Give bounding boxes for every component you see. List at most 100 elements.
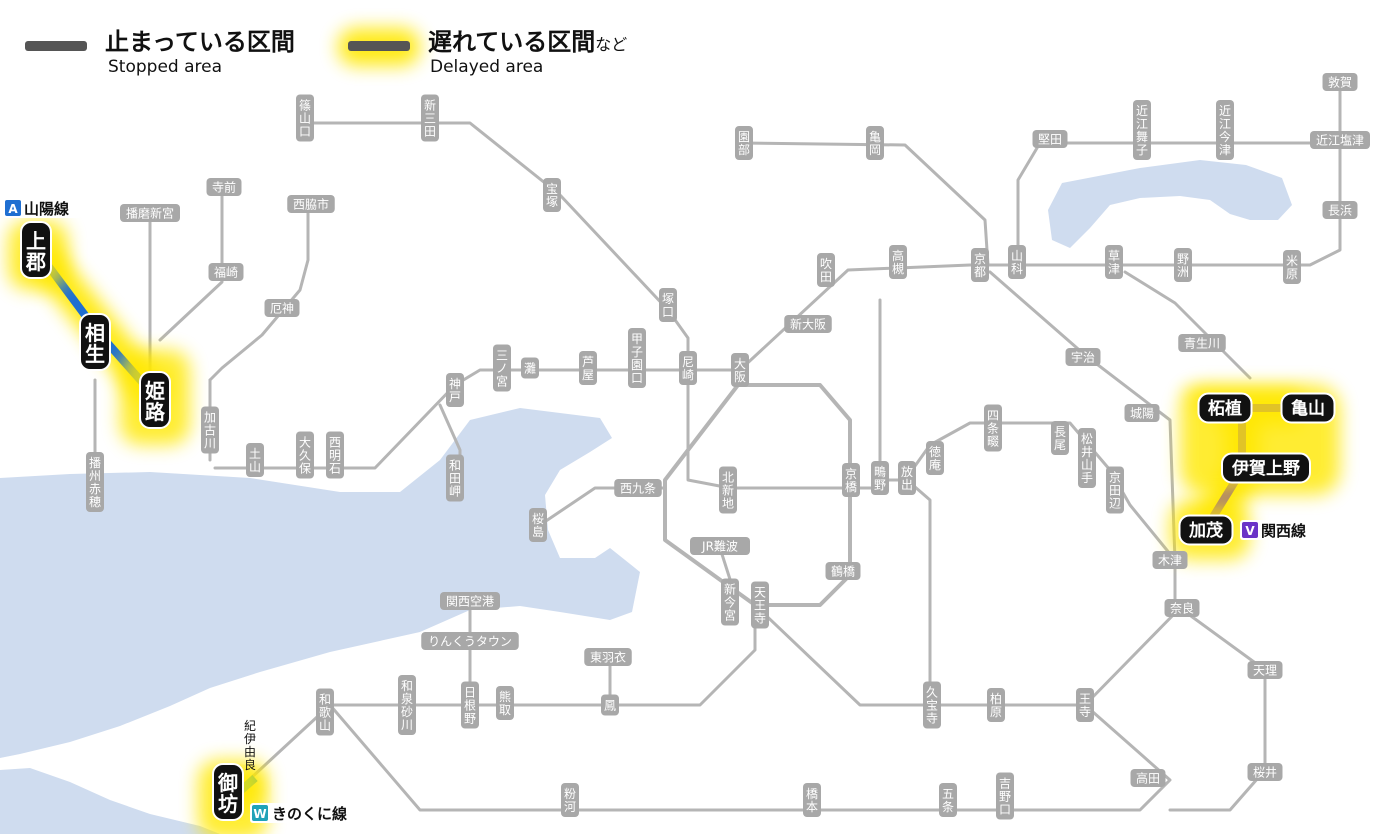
station-tsukaguchi[interactable]: 塚口	[659, 288, 677, 322]
station-label: 五条	[942, 787, 954, 814]
station-shigino[interactable]: 鴫野	[871, 461, 889, 495]
station-wakayama[interactable]: 和歌山	[316, 688, 334, 736]
station-nagahama[interactable]: 長浜	[1322, 201, 1358, 219]
station-doyama[interactable]: 土山	[246, 443, 264, 477]
station-tokuan[interactable]: 徳庵	[926, 441, 944, 475]
station-yamashina[interactable]: 山科	[1008, 245, 1026, 279]
station-suita[interactable]: 吹田	[817, 253, 835, 287]
station-oji[interactable]: 王寺	[1076, 688, 1094, 722]
station-sakurai[interactable]: 桜井	[1247, 763, 1283, 781]
station-nara[interactable]: 奈良	[1164, 599, 1200, 617]
station-katata[interactable]: 堅田	[1032, 130, 1068, 148]
station-label: 加茂	[1188, 520, 1223, 541]
station-shinsanda[interactable]: 新三田	[421, 94, 439, 142]
station-osaka[interactable]: 大阪	[731, 353, 749, 387]
station-nada[interactable]: 灘	[521, 357, 539, 379]
station-jrnanba[interactable]: JR難波	[690, 537, 750, 555]
station-nishiakashi[interactable]: 西明石	[326, 431, 344, 479]
station-ashiya[interactable]: 芦屋	[579, 351, 597, 385]
station-sasayamaguchi[interactable]: 篠山口	[296, 94, 314, 142]
station-kobe[interactable]: 神戸	[446, 373, 464, 407]
station-nishikujo[interactable]: 西九条	[614, 479, 662, 497]
station-okubo[interactable]: 大久保	[296, 431, 314, 479]
station-yakujin[interactable]: 厄神	[264, 299, 300, 317]
line-badge-kinokuni[interactable]: W きのくに線	[250, 803, 360, 823]
station-kumatori[interactable]: 熊取	[496, 686, 514, 720]
station-kamigori[interactable]: 上郡	[20, 221, 52, 279]
station-label: 長浜	[1328, 203, 1352, 217]
station-kyobashi[interactable]: 京橋	[842, 463, 860, 497]
station-rinkutown[interactable]: りんくうタウン	[421, 632, 519, 650]
station-aogaki[interactable]: 青生川	[1178, 334, 1226, 352]
station-sakurajima[interactable]: 桜島	[529, 508, 547, 542]
station-banshuako[interactable]: 播州赤穂	[86, 452, 104, 512]
station-kakogawa[interactable]: 加古川	[201, 406, 219, 454]
station-izumisunagawa[interactable]: 和泉砂川	[398, 675, 416, 735]
station-uji[interactable]: 宇治	[1065, 348, 1101, 366]
station-tsurumi[interactable]: 鶴橋	[825, 562, 861, 580]
station-aioi[interactable]: 相生	[79, 313, 111, 371]
station-omiimazu[interactable]: 近江今津	[1216, 100, 1234, 160]
station-higashihagoromo[interactable]: 東羽衣	[584, 648, 632, 666]
station-label: 粉河	[564, 787, 576, 814]
station-kitashinchi[interactable]: 北新地	[719, 466, 737, 514]
station-takatsuki[interactable]: 高槻	[889, 245, 907, 279]
station-kansaiairport[interactable]: 関西空港	[440, 592, 500, 610]
station-kyotanabe[interactable]: 京田辺	[1106, 466, 1124, 514]
station-harimashingu[interactable]: 播磨新宮	[120, 204, 180, 222]
station-maibara[interactable]: 米原	[1283, 250, 1301, 284]
station-gojo[interactable]: 五条	[939, 783, 957, 817]
station-label: 野洲	[1177, 252, 1189, 279]
station-shinosaka[interactable]: 新大阪	[784, 315, 832, 333]
station-takada[interactable]: 高田	[1130, 769, 1166, 787]
station-kiiyura[interactable]: 紀伊由良	[244, 719, 256, 772]
station-kusatsu[interactable]: 草津	[1105, 245, 1123, 279]
station-yasu[interactable]: 野洲	[1174, 248, 1192, 282]
osaka-bay	[0, 408, 640, 758]
station-amagasaki[interactable]: 尼崎	[679, 351, 697, 385]
station-otori[interactable]: 鳳	[601, 694, 619, 716]
station-label: 灘	[524, 362, 536, 376]
station-label: 土山	[249, 447, 261, 474]
station-hashimoto[interactable]: 橋本	[803, 783, 821, 817]
station-matsuiyamate[interactable]: 松井山手	[1078, 428, 1096, 488]
line-badge-sanyo[interactable]: A 山陽線	[3, 198, 81, 218]
station-kameoka[interactable]: 亀岡	[866, 126, 884, 160]
station-tennoji[interactable]: 天王寺	[751, 581, 769, 629]
station-tenri[interactable]: 天理	[1247, 661, 1283, 679]
station-hineno[interactable]: 日根野	[461, 681, 479, 729]
station-sannomiya[interactable]: 三ノ宮	[493, 344, 511, 392]
station-koshienguchi[interactable]: 甲子園口	[628, 328, 646, 388]
station-kameyama[interactable]: 亀山	[1280, 392, 1336, 424]
station-omishiotsu[interactable]: 近江塩津	[1310, 131, 1370, 149]
station-kokawa[interactable]: 粉河	[561, 783, 579, 817]
lake-biwa	[1048, 160, 1292, 248]
station-nishiwakishi[interactable]: 西脇市	[287, 195, 335, 213]
station-gobo[interactable]: 御坊	[212, 763, 244, 821]
station-hanaten[interactable]: 放出	[898, 461, 916, 495]
station-sonobe[interactable]: 園部	[735, 126, 753, 160]
station-tsuge[interactable]: 柘植	[1197, 392, 1253, 424]
station-wadamisaki[interactable]: 和田岬	[446, 454, 464, 502]
station-kamo[interactable]: 加茂	[1178, 514, 1234, 546]
station-label: 新大阪	[790, 316, 826, 331]
station-shijonawate[interactable]: 四条畷	[984, 404, 1002, 452]
station-shinimamiya[interactable]: 新今宮	[721, 578, 739, 626]
line-badge-kansai[interactable]: V 関西線	[1240, 520, 1318, 540]
station-label: 姫路	[145, 379, 166, 424]
station-teramae[interactable]: 寺前	[206, 178, 242, 196]
station-yoshinoguchi[interactable]: 吉野口	[996, 772, 1014, 820]
station-igaueno[interactable]: 伊賀上野	[1221, 452, 1311, 484]
station-label: 桜井	[1253, 765, 1277, 779]
station-fukusaki[interactable]: 福崎	[208, 263, 244, 281]
station-kashiwara[interactable]: 柏原	[987, 688, 1005, 722]
station-joyo[interactable]: 城陽	[1124, 404, 1160, 422]
station-kyuhoji[interactable]: 久宝寺	[923, 681, 941, 729]
station-tsuruga[interactable]: 敦賀	[1322, 73, 1358, 91]
station-nagao[interactable]: 長尾	[1051, 421, 1069, 455]
station-himeji[interactable]: 姫路	[139, 371, 171, 429]
station-omimaiko[interactable]: 近江舞子	[1133, 100, 1151, 160]
station-kizu[interactable]: 木津	[1152, 551, 1188, 569]
station-takarazuka[interactable]: 宝塚	[543, 178, 561, 212]
station-kyoto[interactable]: 京都	[971, 248, 989, 282]
